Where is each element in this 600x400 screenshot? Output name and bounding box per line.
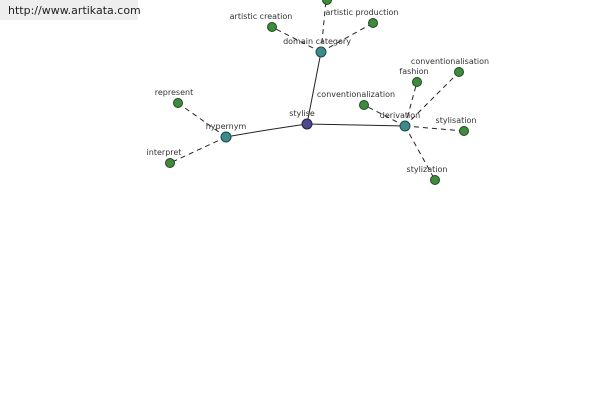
relation-nodes	[220, 46, 411, 143]
leaf-node-represent[interactable]	[173, 98, 183, 108]
relation-node-domain[interactable]	[315, 46, 327, 58]
label-represent: represent	[155, 88, 193, 97]
edge-derivation-stylization	[404, 125, 436, 181]
label-derivation: derivation	[380, 111, 420, 120]
label-stylization: stylization	[407, 165, 448, 174]
edge-hypernym-interpret	[169, 136, 227, 164]
label-fashion: fashion	[399, 67, 428, 76]
leaf-node-offscreen[interactable]	[322, 0, 332, 5]
leaf-node-artistic-production[interactable]	[368, 18, 378, 28]
label-stylisation: stylisation	[436, 116, 477, 125]
leaf-edges	[169, 0, 465, 181]
edge-domain-artistic-creation	[271, 26, 322, 53]
label-artistic-creation: artistic creation	[230, 12, 293, 21]
edge-derivation-stylisation	[404, 125, 465, 132]
label-domain: domain category	[283, 37, 351, 46]
edge-derivation-conventionalisation	[404, 71, 460, 127]
leaf-node-fashion[interactable]	[412, 77, 422, 87]
label-interpret: interpret	[147, 148, 182, 157]
edge-stylise-domain	[306, 51, 322, 125]
label-artistic-production: artistic production	[326, 8, 399, 17]
edge-derivation-conventionalization	[363, 104, 406, 127]
node-labels: stylise domain category hypernym derivat…	[147, 8, 490, 174]
leaf-node-conventionalization[interactable]	[359, 100, 369, 110]
relation-node-hypernym[interactable]	[220, 131, 232, 143]
relation-edges	[225, 51, 406, 138]
leaf-nodes	[165, 0, 469, 185]
leaf-node-conventionalisation[interactable]	[454, 67, 464, 77]
leaf-node-stylisation[interactable]	[459, 126, 469, 136]
edge-stylise-hypernym	[225, 123, 308, 138]
source-url-banner[interactable]: http://www.artikata.com	[0, 0, 141, 20]
leaf-node-interpret[interactable]	[165, 158, 175, 168]
leaf-node-stylization[interactable]	[430, 175, 440, 185]
edge-stylise-derivation	[306, 123, 406, 127]
relation-node-derivation[interactable]	[399, 120, 411, 132]
edge-derivation-fashion	[404, 81, 418, 127]
central-node[interactable]	[301, 118, 313, 130]
label-stylise: stylise	[289, 109, 315, 118]
label-hypernym: hypernym	[206, 122, 247, 131]
label-conventionalization: conventionalization	[317, 90, 395, 99]
leaf-node-artistic-creation[interactable]	[267, 22, 277, 32]
label-conventionalisation: conventionalisation	[411, 57, 489, 66]
edge-hypernym-represent	[177, 102, 227, 138]
edge-domain-artistic-production	[320, 22, 374, 53]
